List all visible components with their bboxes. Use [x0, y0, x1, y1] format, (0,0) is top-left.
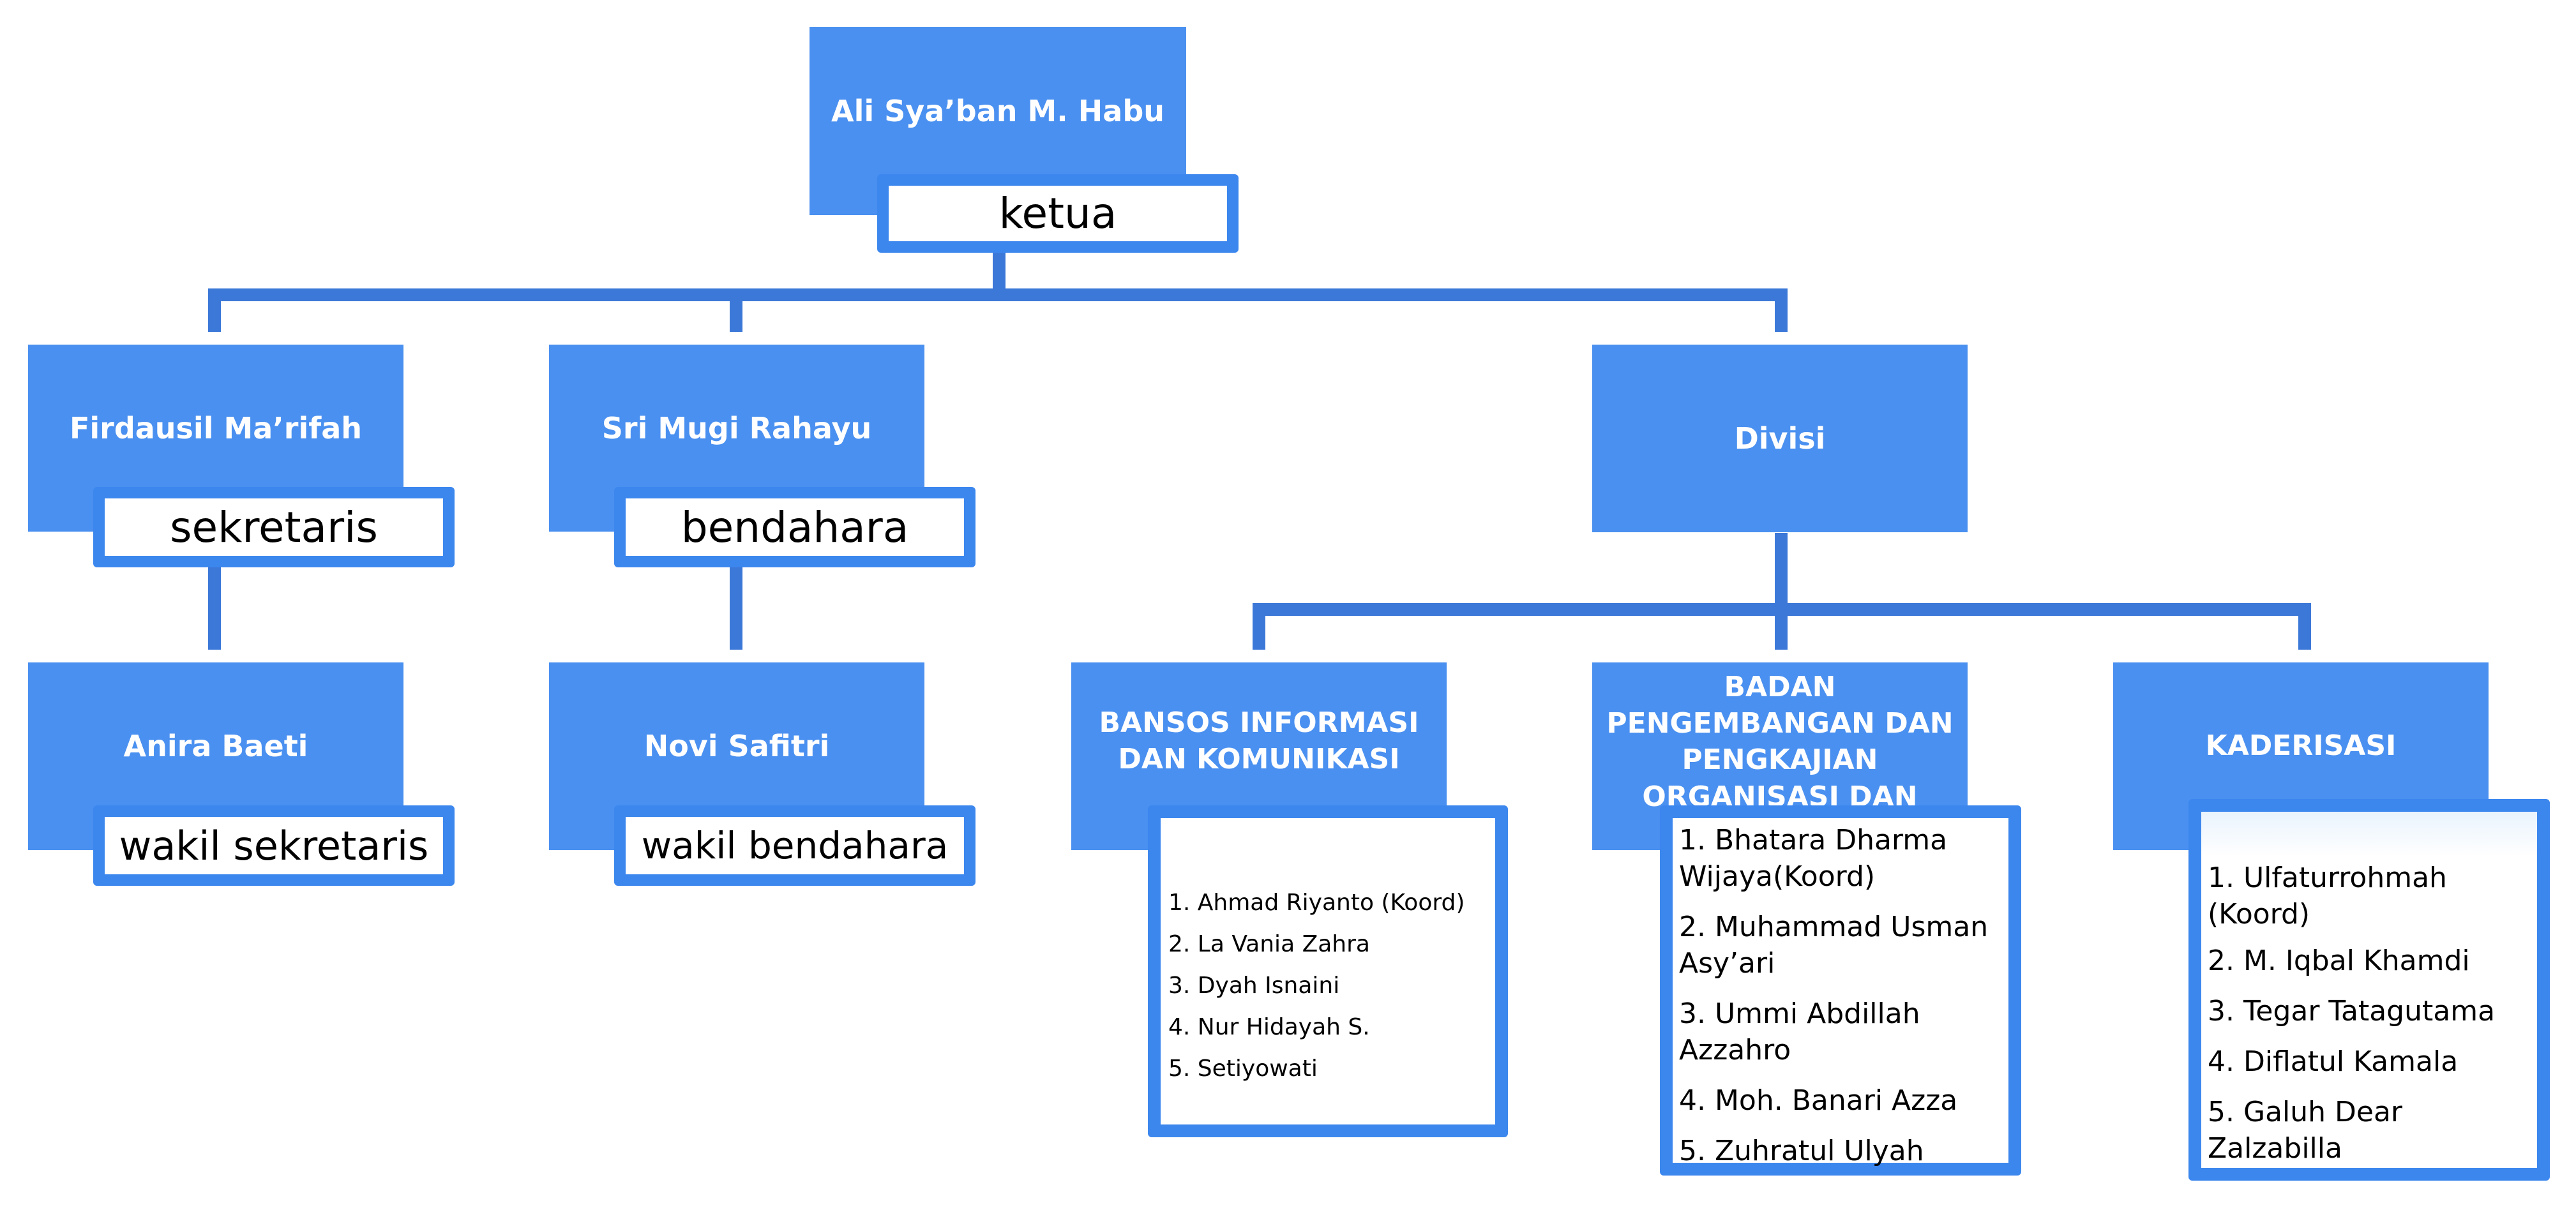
head-role-text: ketua	[998, 189, 1117, 238]
secretary-role-label: sekretaris	[93, 487, 455, 567]
member-item: 4. Diflatul Kamala	[2208, 1045, 2459, 1078]
member-item: 5. Galuh Dear Zalzabilla	[2208, 1096, 2403, 1165]
member-list-bansos: 1. Ahmad Riyanto (Koord) 2. La Vania Zah…	[1148, 805, 1508, 1137]
secretary-name: Firdausil Ma’rifah	[69, 410, 363, 445]
member-item: 5. Zuhratul Ulyah	[1679, 1135, 1924, 1167]
treasurer-name: Sri Mugi Rahayu	[601, 410, 872, 445]
treasurer-role-label: bendahara	[614, 487, 975, 567]
member-item: 3. Dyah Isnaini	[1168, 973, 1340, 999]
member-item: 5. Setiyowati	[1168, 1056, 1318, 1082]
division-title-bansos: BANSOS INFORMASI DAN KOMUNIKASI	[1099, 706, 1419, 776]
head-name: Ali Sya’ban M. Habu	[831, 93, 1164, 128]
member-item: 3. Tegar Tatagutama	[2208, 995, 2496, 1027]
deputy-treasurer-name: Novi Safitri	[644, 729, 830, 763]
division-title-kaderisasi: KADERISASI	[2205, 729, 2397, 763]
member-item: 2. Muhammad Usman Asy’ari	[1679, 911, 1989, 980]
division-box: Divisi	[1592, 345, 1968, 532]
member-item: 2. M. Iqbal Khamdi	[2208, 945, 2470, 977]
member-list-kaderisasi: 1. Ulfaturrohmah (Koord) 2. M. Iqbal Kha…	[2188, 799, 2550, 1181]
member-list-bppo: 1. Bhatara Dharma Wijaya(Koord) 2. Muham…	[1660, 805, 2021, 1176]
list-header-fade	[2201, 812, 2537, 856]
deputy-secretary-role-label: wakil sekretaris	[93, 805, 455, 886]
member-item: 1. Ulfaturrohmah (Koord)	[2208, 862, 2447, 930]
member-item: 1. Ahmad Riyanto (Koord)	[1168, 890, 1465, 916]
member-item: 4. Nur Hidayah S.	[1168, 1014, 1370, 1040]
deputy-secretary-role-text: wakil sekretaris	[119, 822, 429, 869]
secretary-role-text: sekretaris	[170, 502, 378, 552]
deputy-treasurer-role-label: wakil bendahara	[614, 805, 975, 886]
member-item: 3. Ummi Abdillah Azzahro	[1679, 997, 1920, 1066]
deputy-treasurer-role-text: wakil bendahara	[641, 824, 949, 867]
deputy-secretary-name: Anira Baeti	[123, 729, 308, 763]
member-item: 1. Bhatara Dharma Wijaya(Koord)	[1679, 824, 1948, 893]
treasurer-role-text: bendahara	[681, 502, 909, 552]
division-label: Divisi	[1734, 421, 1826, 456]
member-item: 4. Moh. Banari Azza	[1679, 1084, 1958, 1117]
member-item: 2. La Vania Zahra	[1168, 931, 1370, 957]
head-role-label: ketua	[877, 174, 1239, 253]
